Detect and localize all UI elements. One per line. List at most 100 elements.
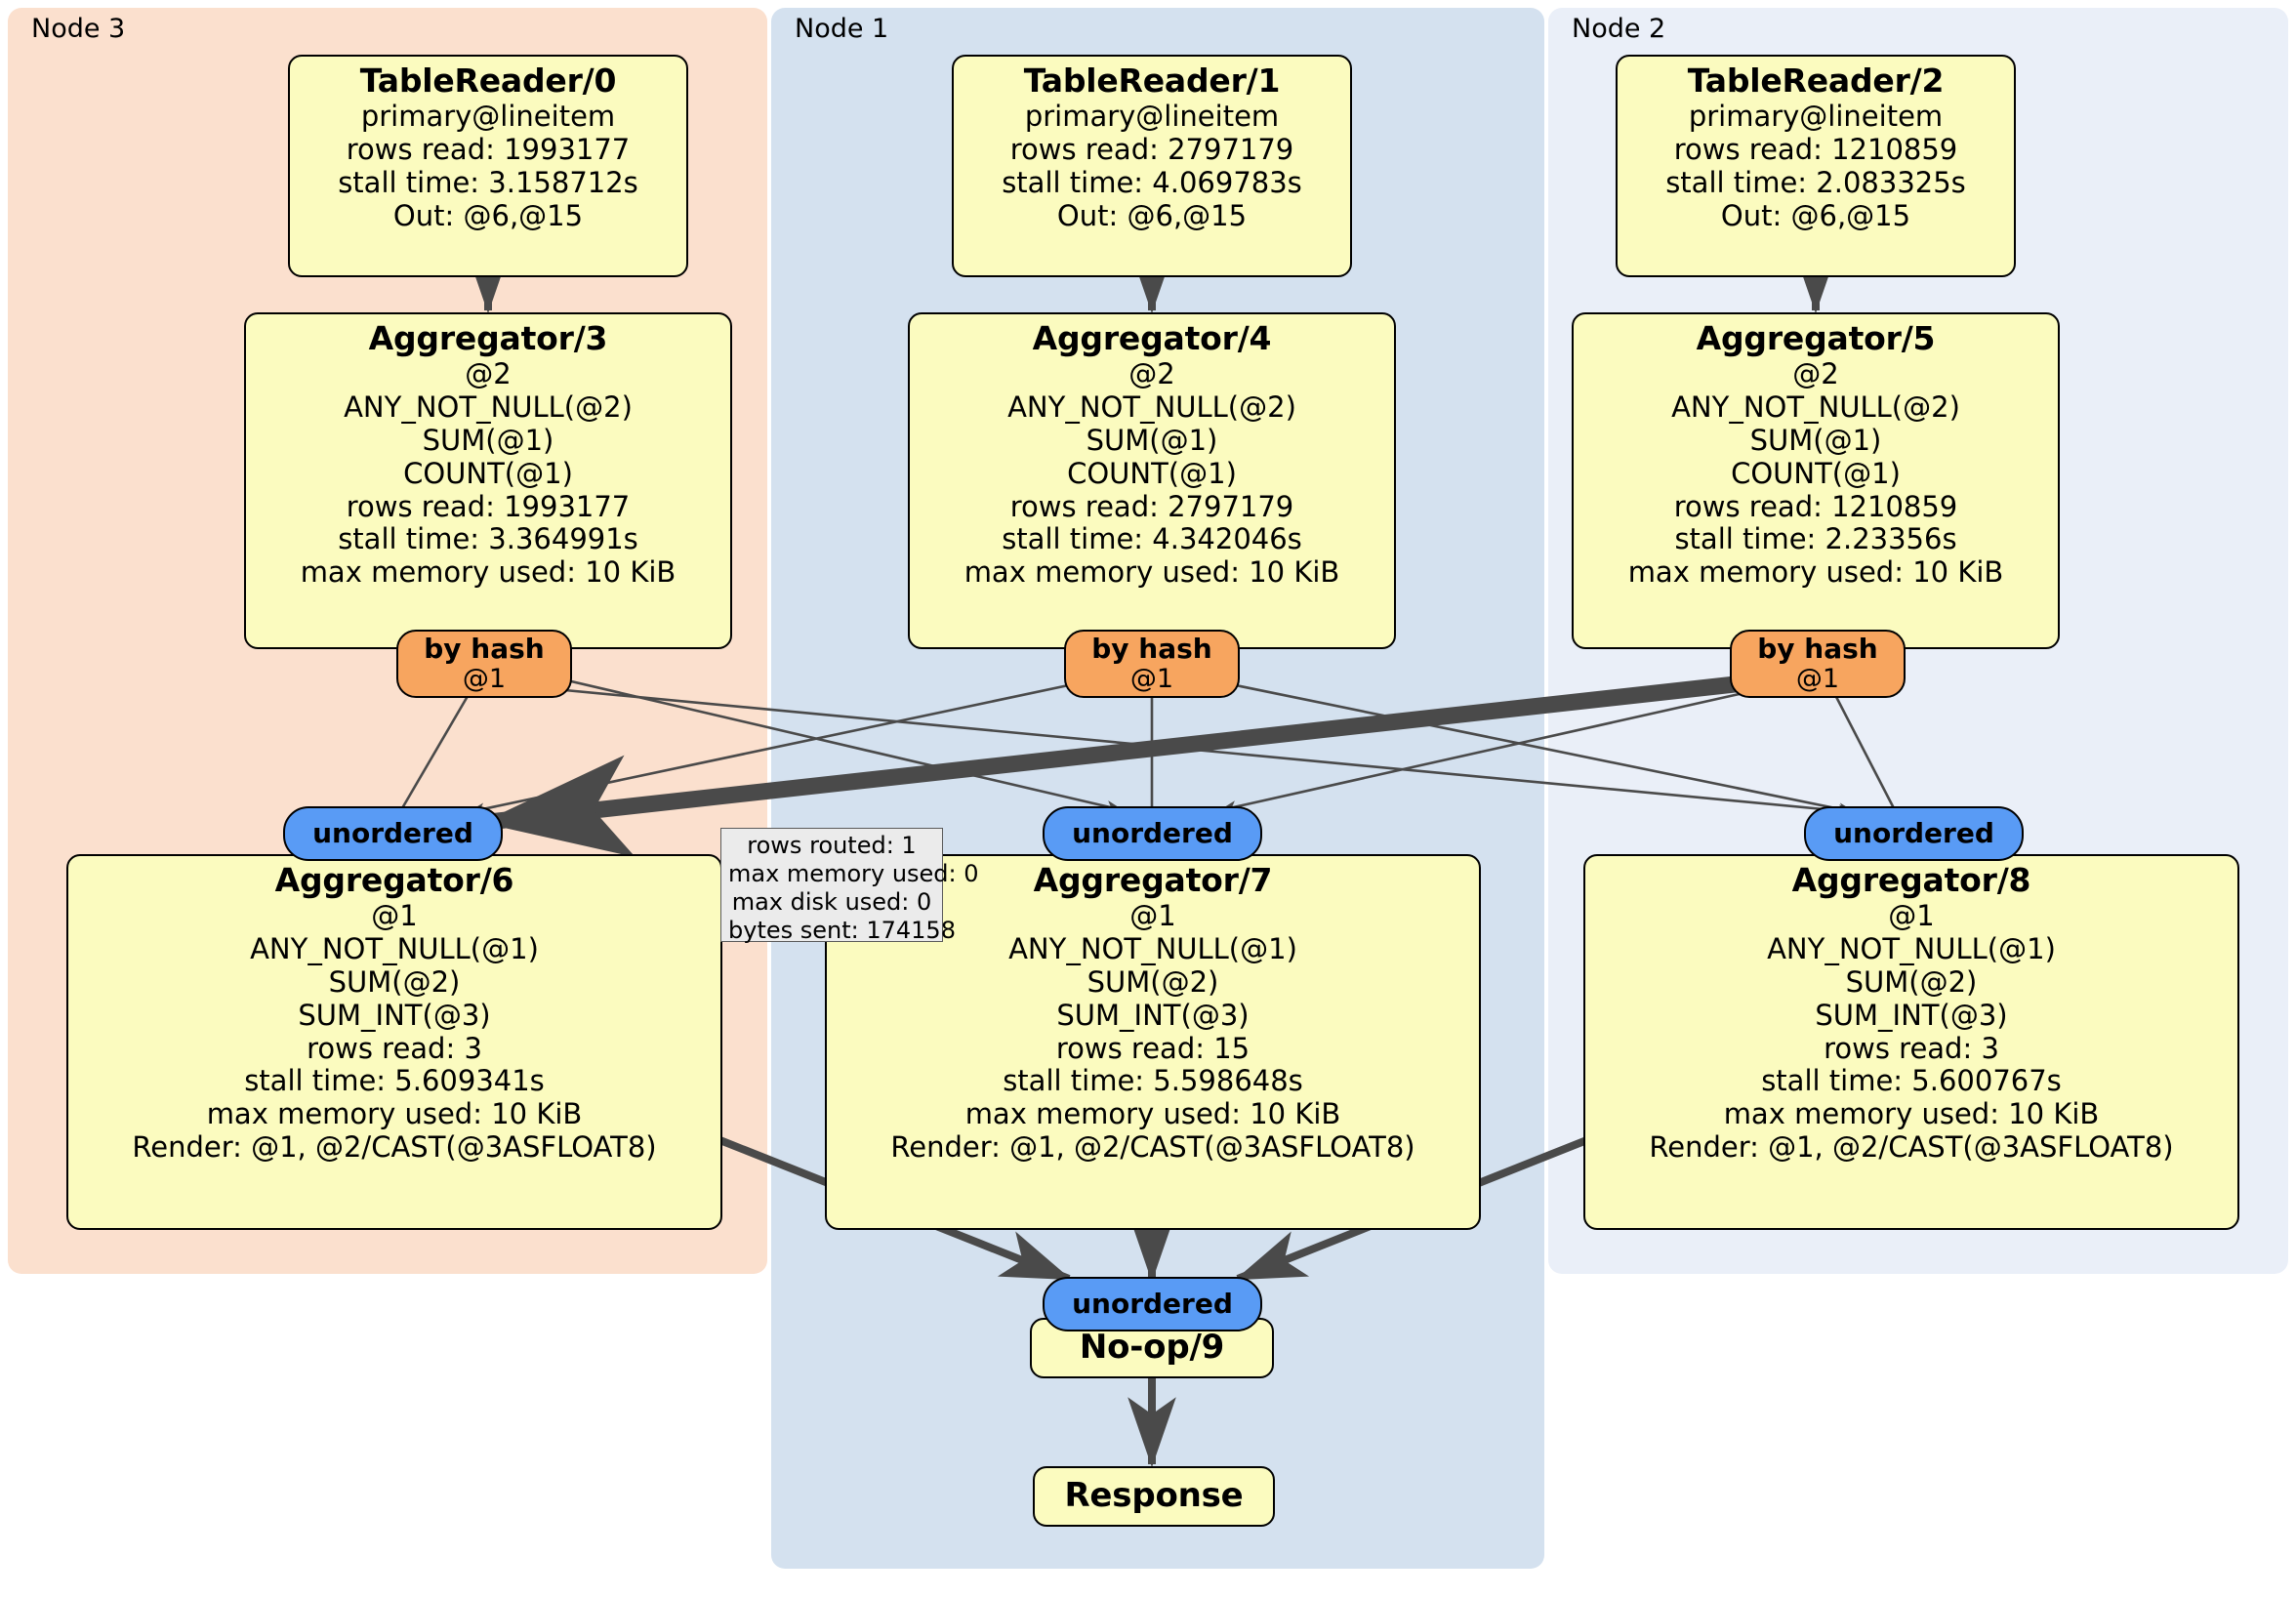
stat-max-disk-used: max disk used: 0	[731, 888, 932, 917]
operator-title: Aggregator/7	[1033, 861, 1273, 899]
operator-title: Aggregator/4	[1032, 319, 1272, 357]
operator-detail-line: primary@lineitem	[1024, 100, 1280, 134]
stream-stats-box: rows routed: 1 max memory used: 0 max di…	[720, 828, 979, 945]
operator-detail-line: stall time: 2.083325s	[1665, 166, 1966, 199]
hash-router-aggregator4[interactable]: by hash @1	[1064, 630, 1240, 698]
receiver-unordered-aggregator8[interactable]: unordered	[1804, 806, 2024, 861]
edge-byhash5-unordered8	[1831, 690, 1896, 809]
operator-title: TableReader/1	[1023, 61, 1281, 100]
operator-detail-line: ANY_NOT_NULL(@1)	[1767, 932, 2056, 966]
operator-detail-line: Out: @6,@15	[1720, 198, 1911, 232]
operator-detail-line: ANY_NOT_NULL(@1)	[250, 932, 539, 966]
operator-detail-line: Render: @1, @2/CAST(@3ASFLOAT8)	[890, 1129, 1415, 1164]
operator-detail-line: max memory used: 10 KiB	[300, 555, 676, 590]
operator-title: Aggregator/5	[1696, 319, 1936, 357]
receiver-unordered-aggregator6[interactable]: unordered	[283, 806, 503, 861]
cluster-node3-label: Node 3	[31, 14, 125, 44]
operator-detail-line: stall time: 3.158712s	[338, 166, 638, 199]
operator-detail-line: stall time: 5.600767s	[1761, 1064, 2062, 1098]
operator-detail-line: Render: @1, @2/CAST(@3ASFLOAT8)	[1649, 1129, 2174, 1164]
operator-detail-line: rows read: 2797179	[1009, 133, 1294, 167]
operator-detail-line: @2	[1792, 357, 1839, 391]
stat-max-memory-used: max memory used: 0	[728, 860, 979, 888]
operator-detail-line: rows read: 3	[307, 1031, 482, 1065]
receiver-title: unordered	[1072, 817, 1233, 850]
stat-bytes-sent: bytes sent: 174158	[728, 917, 956, 945]
operator-detail-line: SUM_INT(@3)	[1056, 998, 1250, 1032]
operator-aggregator-5[interactable]: Aggregator/5 @2 ANY_NOT_NULL(@2) SUM(@1)…	[1572, 312, 2060, 649]
operator-aggregator-6[interactable]: Aggregator/6 @1 ANY_NOT_NULL(@1) SUM(@2)…	[66, 854, 722, 1230]
operator-detail-line: SUM(@1)	[1749, 424, 1882, 457]
operator-detail-line: ANY_NOT_NULL(@2)	[344, 390, 633, 425]
operator-detail-line: rows read: 1210859	[1673, 489, 1958, 523]
operator-detail-line: @2	[465, 357, 512, 391]
operator-tablereader-1[interactable]: TableReader/1 primary@lineitem rows read…	[952, 55, 1352, 277]
receiver-unordered-aggregator7[interactable]: unordered	[1043, 806, 1262, 861]
operator-detail-line: stall time: 3.364991s	[338, 522, 638, 556]
operator-detail-line: max memory used: 10 KiB	[206, 1097, 583, 1131]
operator-detail-line: stall time: 2.23356s	[1674, 522, 1957, 556]
router-column: @1	[1129, 663, 1174, 694]
operator-detail-line: max memory used: 10 KiB	[1627, 555, 2004, 590]
operator-detail-line: ANY_NOT_NULL(@2)	[1671, 390, 1960, 425]
operator-detail-line: rows read: 1993177	[346, 489, 631, 523]
operator-detail-line: ANY_NOT_NULL(@2)	[1007, 390, 1296, 425]
router-column: @1	[462, 663, 507, 694]
operator-detail-line: SUM_INT(@3)	[298, 998, 491, 1032]
operator-detail-line: @2	[1128, 357, 1175, 391]
receiver-title: unordered	[1833, 817, 1994, 850]
router-column: @1	[1795, 663, 1840, 694]
operator-detail-line: COUNT(@1)	[403, 456, 573, 490]
operator-detail-line: Out: @6,@15	[392, 198, 584, 232]
operator-detail-line: stall time: 5.598648s	[1003, 1064, 1303, 1098]
edge-byhash4-unordered8	[1225, 681, 1857, 815]
operator-aggregator-3[interactable]: Aggregator/3 @2 ANY_NOT_NULL(@2) SUM(@1)…	[244, 312, 732, 649]
operator-detail-line: COUNT(@1)	[1067, 456, 1237, 490]
operator-detail-line: @1	[371, 899, 418, 933]
operator-tablereader-0[interactable]: TableReader/0 primary@lineitem rows read…	[288, 55, 688, 277]
router-title: by hash	[424, 633, 545, 666]
operator-title: No-op/9	[1079, 1327, 1225, 1367]
operator-title: TableReader/0	[359, 61, 617, 100]
edge-byhash3-unordered7	[554, 676, 1125, 813]
cluster-node2-label: Node 2	[1572, 14, 1665, 44]
operator-title: Aggregator/3	[368, 319, 608, 357]
operator-detail-line: SUM_INT(@3)	[1815, 998, 2008, 1032]
operator-detail-line: Out: @6,@15	[1056, 198, 1248, 232]
hash-router-aggregator5[interactable]: by hash @1	[1730, 630, 1906, 698]
operator-detail-line: max memory used: 10 KiB	[964, 555, 1340, 590]
operator-detail-line: rows read: 3	[1824, 1031, 1999, 1065]
operator-title: Aggregator/6	[274, 861, 514, 899]
operator-aggregator-4[interactable]: Aggregator/4 @2 ANY_NOT_NULL(@2) SUM(@1)…	[908, 312, 1396, 649]
operator-detail-line: stall time: 4.342046s	[1002, 522, 1302, 556]
operator-tablereader-2[interactable]: TableReader/2 primary@lineitem rows read…	[1616, 55, 2016, 277]
hash-router-aggregator3[interactable]: by hash @1	[396, 630, 572, 698]
operator-detail-line: rows read: 1993177	[346, 133, 631, 167]
operator-title: Aggregator/8	[1791, 861, 2031, 899]
operator-detail-line: max memory used: 10 KiB	[964, 1097, 1341, 1131]
receiver-unordered-final[interactable]: unordered	[1043, 1277, 1262, 1331]
operator-detail-line: rows read: 1210859	[1673, 133, 1958, 167]
operator-detail-line: rows read: 15	[1055, 1031, 1250, 1065]
operator-response[interactable]: Response	[1033, 1466, 1275, 1527]
operator-aggregator-8[interactable]: Aggregator/8 @1 ANY_NOT_NULL(@1) SUM(@2)…	[1583, 854, 2239, 1230]
edge-byhash5-unordered6-highlight	[481, 675, 1744, 858]
edge-byhash3-unordered6	[400, 690, 472, 809]
router-title: by hash	[1091, 633, 1212, 666]
operator-detail-line: ANY_NOT_NULL(@1)	[1008, 932, 1297, 966]
operator-detail-line: Render: @1, @2/CAST(@3ASFLOAT8)	[132, 1129, 657, 1164]
operator-detail-line: stall time: 4.069783s	[1002, 166, 1302, 199]
edge-byhash5-unordered7	[1218, 691, 1744, 813]
operator-detail-line: stall time: 5.609341s	[244, 1064, 545, 1098]
operator-detail-line: @1	[1888, 899, 1935, 933]
router-title: by hash	[1757, 633, 1878, 666]
cluster-node1-label: Node 1	[795, 14, 888, 44]
stat-rows-routed: rows routed: 1	[747, 832, 917, 859]
receiver-title: unordered	[1072, 1288, 1233, 1321]
operator-title: TableReader/2	[1687, 61, 1945, 100]
operator-detail-line: COUNT(@1)	[1731, 456, 1901, 490]
operator-detail-line: SUM(@2)	[1086, 965, 1219, 999]
operator-title: Response	[1064, 1475, 1244, 1515]
operator-detail-line: SUM(@2)	[1845, 965, 1978, 999]
